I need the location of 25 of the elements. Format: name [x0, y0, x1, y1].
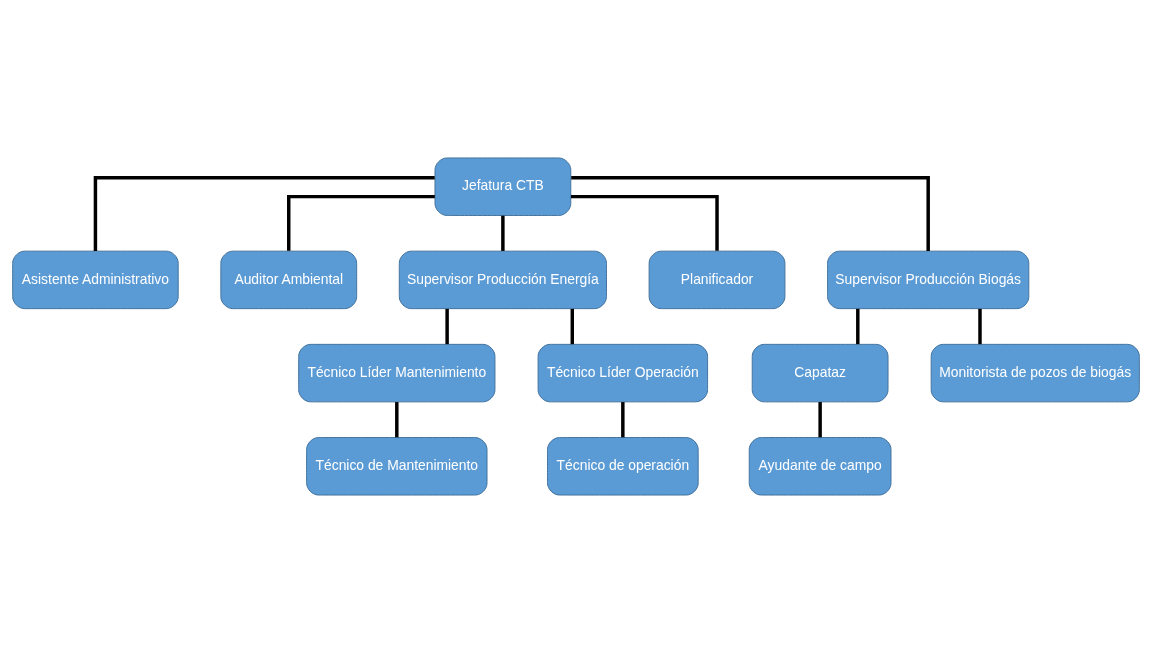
connector [395, 402, 399, 438]
connector [570, 308, 574, 345]
connector [445, 308, 449, 345]
connector [621, 402, 625, 438]
node-box: Técnico Líder Mantenimiento [298, 343, 496, 403]
node-box: Asistente Administrativo [12, 250, 179, 310]
node-box: Supervisor Producción Energía [398, 250, 607, 310]
node-box: Auditor Ambiental [220, 250, 358, 310]
connector [287, 194, 435, 251]
node-box: Técnico de operación [547, 437, 699, 496]
node-box: Técnico de Mantenimiento [306, 437, 488, 496]
connector [501, 215, 505, 251]
node-box: Jefatura CTB [434, 157, 572, 216]
node-box: Ayudante de campo [748, 437, 892, 496]
connector [570, 194, 719, 251]
connector [978, 308, 982, 345]
node-box: Planificador [648, 250, 786, 310]
node-box: Técnico Líder Operación [537, 343, 709, 403]
connector [571, 176, 930, 251]
node-box: Capataz [751, 343, 889, 403]
connector [856, 308, 860, 345]
node-box: Supervisor Producción Biogás [827, 250, 1030, 310]
connector [93, 176, 435, 251]
connector [818, 402, 822, 438]
node-box: Monitorista de pozos de biogás [930, 343, 1140, 403]
